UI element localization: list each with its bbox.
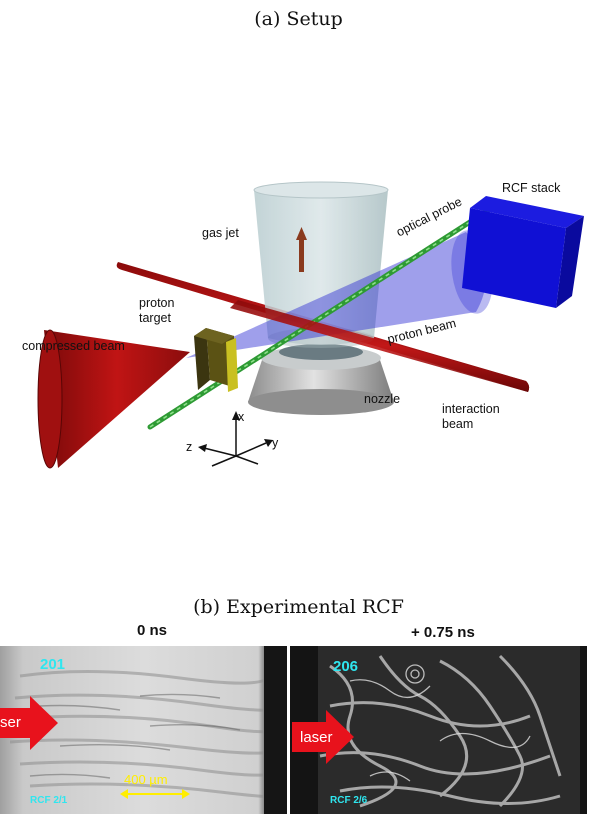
- optical-probe: [147, 201, 501, 430]
- title-0ns: 0 ns: [137, 622, 168, 639]
- rcf-right-tag: RCF 2/6: [330, 795, 368, 806]
- label-nozzle: nozzle: [364, 392, 401, 406]
- scale-bar-label: 400 µm: [124, 772, 168, 787]
- title-075ns: + 0.75 ns: [411, 624, 475, 641]
- caption-experimental-rcf: (b) Experimental RCF: [193, 596, 404, 618]
- label-rcf-stack: RCF stack: [502, 181, 561, 195]
- label-interaction-beam: interaction beam: [442, 402, 500, 431]
- laser-arrow-icon-left: [0, 696, 58, 750]
- rcf-stack: [462, 196, 584, 308]
- setup-diagram: [37, 181, 584, 469]
- laser-arrow-icon-right: [292, 710, 354, 764]
- caption-setup: (a) Setup: [254, 8, 343, 30]
- label-proton-target: proton target: [139, 296, 175, 325]
- coordinate-axes: [198, 411, 273, 467]
- scale-bar-icon: [120, 789, 190, 799]
- rcf-left-id: 201: [40, 656, 66, 673]
- rcf-image-right: 206 RCF 2/6 laser: [290, 646, 587, 814]
- axis-label-z: z: [186, 440, 193, 454]
- laser-label-left: ser: [0, 714, 21, 731]
- proton-target: [194, 328, 238, 392]
- rcf-left-tag: RCF 2/1: [30, 795, 68, 806]
- axis-label-x: x: [238, 410, 245, 424]
- rcf-right-id: 206: [333, 658, 359, 675]
- axis-label-y: y: [272, 436, 279, 450]
- label-gas-jet: gas jet: [202, 226, 239, 240]
- rcf-image-left: 201 RCF 2/1 400 µm ser: [0, 646, 287, 814]
- compressed-beam: [37, 329, 190, 469]
- rcf-right-texture: [290, 646, 587, 814]
- gas-flow-arrow-icon: [296, 227, 307, 272]
- nozzle: [248, 344, 394, 415]
- laser-label-right: laser: [300, 729, 333, 746]
- label-compressed-beam: compressed beam: [22, 339, 125, 353]
